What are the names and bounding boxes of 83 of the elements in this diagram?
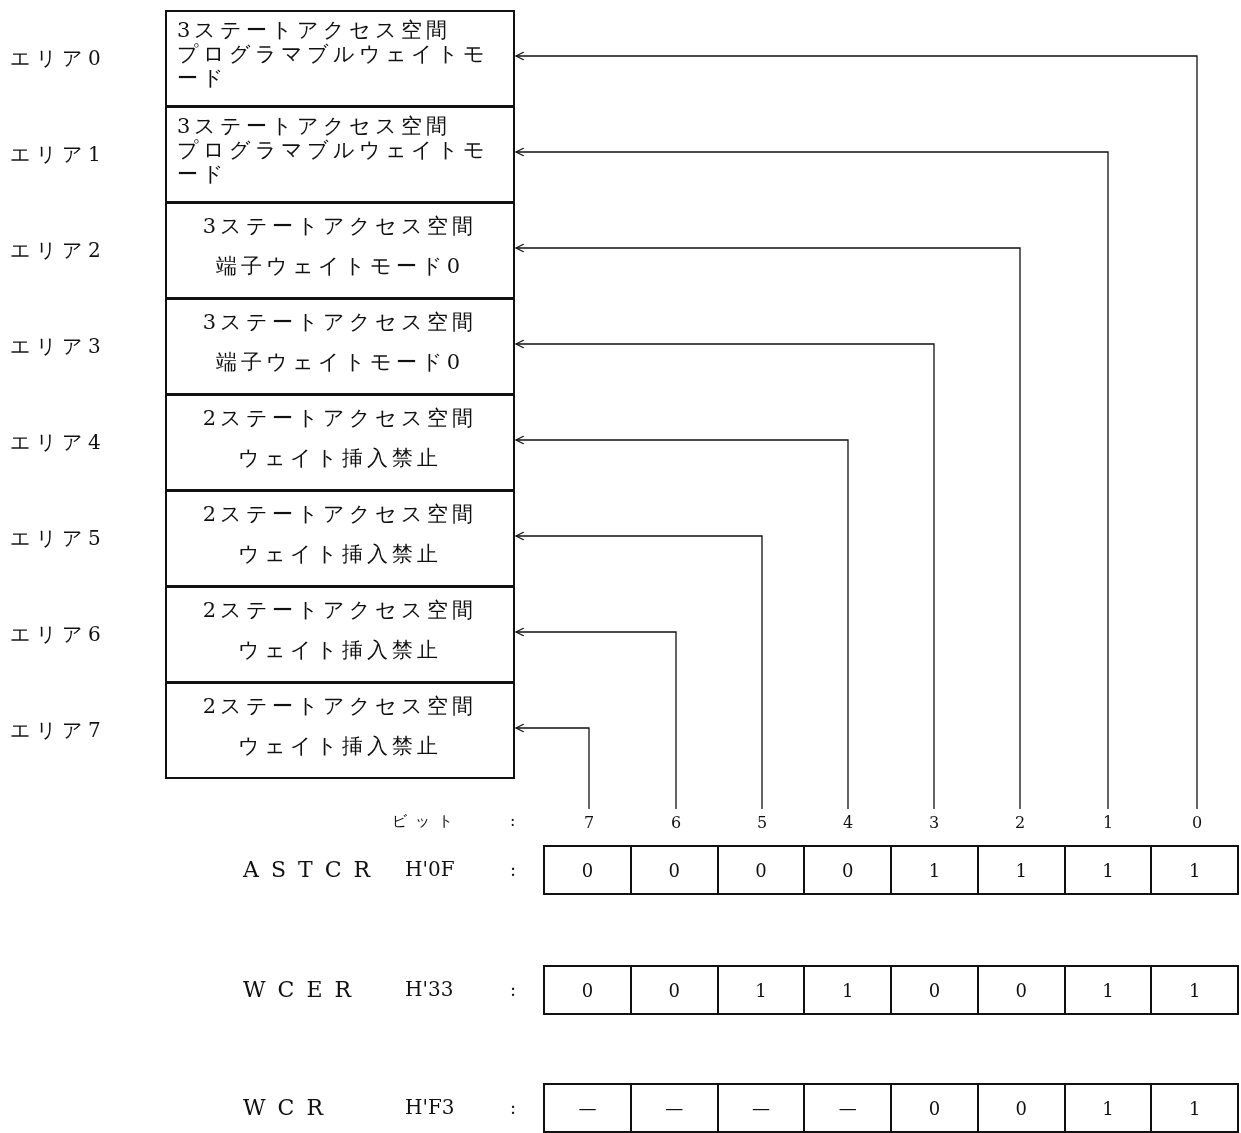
bit-cell: 0 <box>716 845 806 895</box>
bit-number: 6 <box>664 811 688 835</box>
bit-cell: 0 <box>543 965 632 1015</box>
bit-number: 4 <box>836 811 860 835</box>
hex-value: H'F3 <box>405 1095 455 1119</box>
bit-cell: 1 <box>1150 965 1239 1015</box>
bit-number: 7 <box>577 811 601 835</box>
bit-number: 0 <box>1185 811 1209 835</box>
area-description: 2ステートアクセス空間 <box>201 598 479 622</box>
bit-cell: 1 <box>1150 1083 1239 1133</box>
bit-cell: 1 <box>716 965 806 1015</box>
bit-cell: 1 <box>1063 1083 1153 1133</box>
register-name: ASTCR <box>243 857 383 882</box>
colon: : <box>510 811 516 830</box>
arrow <box>515 339 935 810</box>
area-box <box>165 490 515 587</box>
hex-value: H'0F <box>405 857 455 881</box>
area-box <box>165 106 515 203</box>
bit-header: ビット <box>392 812 461 831</box>
area-label: エリア2 <box>10 236 107 264</box>
area-box <box>165 202 515 299</box>
bit-cell: 1 <box>1150 845 1239 895</box>
area-description: 3ステートアクセス空間 <box>201 310 479 334</box>
arrow <box>515 531 763 810</box>
area-description: 3ステートアクセス空間 <box>177 114 453 138</box>
hex-value: H'33 <box>405 977 454 1001</box>
arrow <box>515 51 1198 810</box>
area-label: エリア1 <box>10 140 107 168</box>
area-box <box>165 586 515 683</box>
bit-cell: 0 <box>890 965 979 1015</box>
bit-cell: — <box>803 1083 892 1133</box>
bit-cell: 0 <box>976 1083 1066 1133</box>
register-name: WCER <box>243 977 364 1002</box>
area-description: 3ステートアクセス空間 <box>177 18 453 42</box>
bit-cell: — <box>716 1083 806 1133</box>
area-box <box>165 394 515 491</box>
bit-number: 3 <box>922 811 946 835</box>
bit-cell: 1 <box>890 845 979 895</box>
bit-cell: 0 <box>976 965 1066 1015</box>
arrow <box>515 147 1109 810</box>
bit-number: 5 <box>750 811 774 835</box>
area-description: プログラマブルウェイトモード <box>177 42 490 90</box>
bit-cell: 0 <box>629 845 719 895</box>
colon: : <box>510 1097 517 1118</box>
area-label: エリア3 <box>10 332 107 360</box>
colon: : <box>510 859 517 880</box>
arrow <box>515 435 849 810</box>
bit-cell: 0 <box>803 845 892 895</box>
area-label: エリア4 <box>10 428 107 456</box>
bit-number: 1 <box>1096 811 1120 835</box>
area-description: 2ステートアクセス空間 <box>201 694 479 718</box>
bit-number: 2 <box>1008 811 1032 835</box>
area-description: ウェイト挿入禁止 <box>237 446 443 470</box>
bit-cell: — <box>629 1083 719 1133</box>
area-description: 端子ウェイトモード0 <box>214 350 466 374</box>
arrow <box>515 627 677 810</box>
area-label: エリア7 <box>10 716 107 744</box>
area-box <box>165 298 515 395</box>
area-description: ウェイト挿入禁止 <box>237 734 443 758</box>
bit-cell: 1 <box>976 845 1066 895</box>
bit-cell: 0 <box>629 965 719 1015</box>
arrow <box>515 723 590 810</box>
area-label: エリア5 <box>10 524 107 552</box>
area-description: プログラマブルウェイトモード <box>177 138 490 186</box>
area-label: エリア6 <box>10 620 107 648</box>
area-description: ウェイト挿入禁止 <box>237 542 443 566</box>
area-box <box>165 10 515 107</box>
bit-cell: — <box>543 1083 632 1133</box>
bit-cell: 1 <box>1063 845 1153 895</box>
area-description: 端子ウェイトモード0 <box>214 254 466 278</box>
bit-cell: 0 <box>543 845 632 895</box>
area-description: 2ステートアクセス空間 <box>201 406 479 430</box>
area-description: 2ステートアクセス空間 <box>201 502 479 526</box>
bit-cell: 0 <box>890 1083 979 1133</box>
arrow <box>515 243 1021 810</box>
area-box <box>165 682 515 779</box>
bit-cell: 1 <box>803 965 892 1015</box>
colon: : <box>510 979 517 1000</box>
area-description: ウェイト挿入禁止 <box>237 638 443 662</box>
register-name: WCR <box>243 1095 335 1120</box>
area-label: エリア0 <box>10 44 107 72</box>
bit-cell: 1 <box>1063 965 1153 1015</box>
area-description: 3ステートアクセス空間 <box>201 214 479 238</box>
